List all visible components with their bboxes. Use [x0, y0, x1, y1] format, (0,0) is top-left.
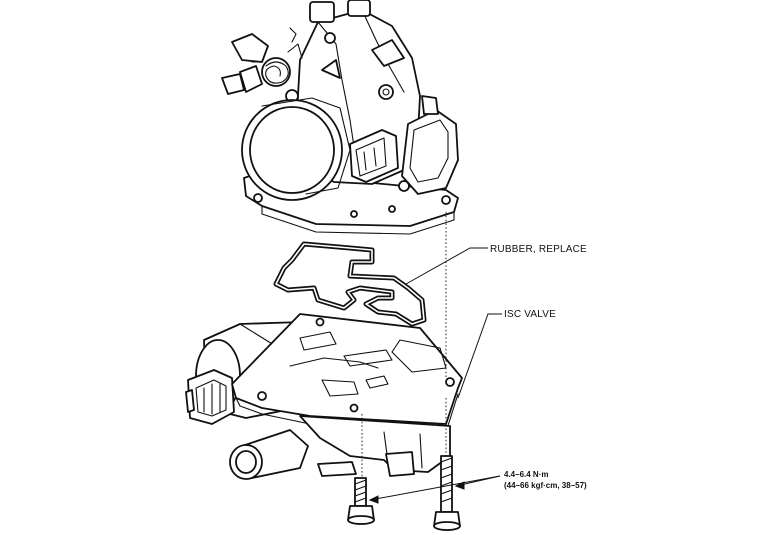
leader-lines — [368, 247, 502, 504]
rubber-gasket — [273, 241, 427, 327]
isc-valve-label: ISC VALVE — [504, 309, 556, 320]
alignment-lines — [361, 212, 447, 478]
mounting-bolt-left — [347, 477, 375, 525]
isc-valve — [185, 313, 463, 480]
torque-spec-label: 4.4–6.4 N·m — [504, 470, 548, 479]
gasket-label: RUBBER, REPLACE — [490, 244, 587, 255]
throttle-body — [221, 0, 459, 235]
mounting-bolt-right — [433, 455, 461, 531]
torque-spec-alt-label: (44–66 kgf·cm, 38–57) — [504, 481, 587, 490]
